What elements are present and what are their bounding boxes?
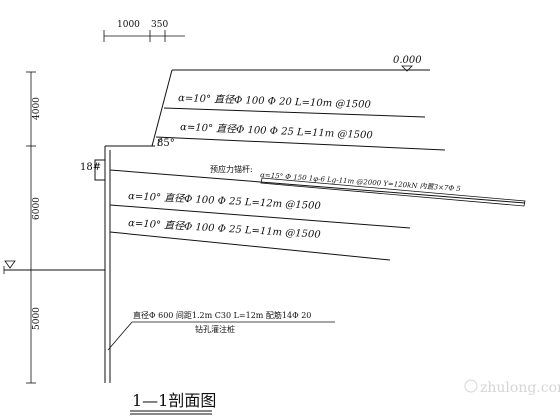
watermark-logo-icon xyxy=(464,379,478,393)
anchor-grout-body xyxy=(260,177,526,207)
anchor-1-label: α=10° 直径Φ 100 Φ 20 L=10m @1500 xyxy=(178,92,372,111)
anchor-1: α=10° 直径Φ 100 Φ 20 L=10m @1500 xyxy=(163,92,426,118)
pile-note-line1: 直径Φ 600 间距1.2m C30 L=12m 配筋14Φ 20 xyxy=(133,310,311,320)
level-marker-icon xyxy=(4,260,16,269)
vertical-dimension: 4000 6000 5000 xyxy=(26,71,42,384)
anchor-2-label: α=10° 直径Φ 100 Φ 25 L=11m @1500 xyxy=(180,121,374,141)
dim-5000: 5000 xyxy=(32,307,42,330)
watermark-text: zhulong.com xyxy=(480,380,560,396)
dim-1000: 1000 xyxy=(117,20,140,30)
top-ground: 0.000 xyxy=(172,55,430,72)
pile-note: 直径Φ 600 间距1.2m C30 L=12m 配筋14Φ 20 钻孔灌注桩 xyxy=(107,310,335,351)
ground-level-label: 0.000 xyxy=(393,55,422,66)
angle-label: 85° xyxy=(157,138,175,149)
dim-4000: 4000 xyxy=(32,97,42,120)
pile-wall: 18# xyxy=(80,145,155,383)
anchor-4-label: α=10° 直径Φ 100 Φ 25 L=11m @1500 xyxy=(128,217,322,241)
watermark: zhulong.com xyxy=(464,379,560,396)
beam-label: 18# xyxy=(80,162,101,173)
dim-6000: 6000 xyxy=(32,197,42,220)
dim-350: 350 xyxy=(151,20,168,30)
angle-arc xyxy=(157,137,163,147)
top-dimension: 1000 350 xyxy=(103,20,185,42)
excavation-floor xyxy=(3,260,105,274)
pile-note-line2: 钻孔灌注桩 xyxy=(195,324,235,334)
anchor-2: α=10° 直径Φ 100 Φ 25 L=11m @1500 xyxy=(155,121,446,151)
prestressed-prefix: 预应力锚杆: xyxy=(210,164,253,174)
section-title: 1—1剖面图 xyxy=(130,391,216,415)
slope-face xyxy=(151,69,173,147)
section-title-text: 1—1剖面图 xyxy=(132,391,216,410)
ground-level-icon xyxy=(401,65,413,72)
crown-beam xyxy=(94,159,106,181)
